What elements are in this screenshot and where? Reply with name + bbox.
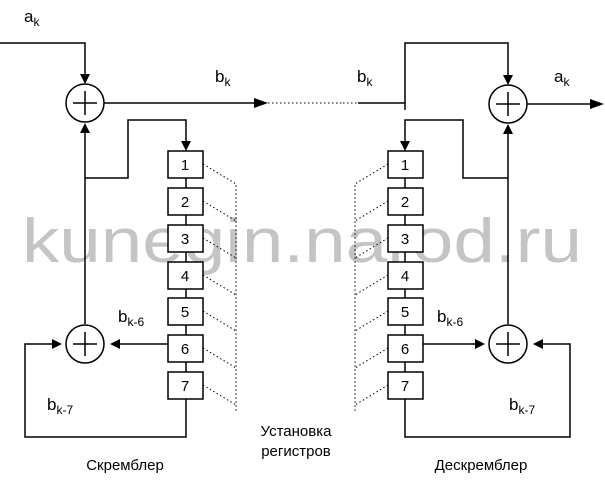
register-left-cell-label: 1 (181, 157, 189, 174)
label-b-rx: bk (357, 67, 373, 89)
label-b7-left: bk-7 (47, 395, 73, 417)
register-right-cell-label: 6 (401, 341, 409, 358)
output-arrow (590, 99, 604, 109)
feedback-to-register-right (404, 119, 508, 179)
register-right-cell-label: 4 (401, 268, 409, 285)
rx-wire (358, 42, 509, 104)
arrow-up-left (80, 123, 90, 133)
watermark-text: kunegin.narod.ru (22, 207, 582, 276)
tap7-wire-right (404, 343, 571, 438)
bottom-adder-left (65, 324, 105, 364)
label-b6-left: bk-6 (118, 307, 144, 329)
caption-register-setup-1: Установка (261, 423, 333, 440)
arrow-into-register-left (181, 141, 191, 151)
tap6-arrow-right (475, 339, 485, 349)
register-left-cell (167, 224, 204, 253)
label-a-in: ak (24, 7, 40, 29)
register-left-cell-label: 4 (181, 268, 189, 285)
arrow-into-register-right (400, 141, 410, 151)
shift-register-right: 1 2 3 4 5 6 7 (387, 150, 424, 400)
arrow-into-top-adder-right (503, 75, 513, 85)
tx-arrow (254, 98, 268, 108)
preset-lines-right (354, 163, 389, 412)
label-b7-right: bk-7 (509, 395, 535, 417)
label-b6-right: bk-6 (437, 307, 463, 329)
register-right-cell-label: 7 (401, 378, 409, 395)
register-left-cell-label: 5 (181, 304, 189, 321)
shift-register-left: 1 2 3 4 5 6 7 (167, 150, 204, 400)
tap7-arrow-right (533, 339, 543, 349)
register-right-cell-label: 2 (401, 194, 409, 211)
arrow-into-top-adder (80, 74, 90, 84)
feedback-to-register-left (85, 119, 187, 179)
register-left-cell (167, 334, 204, 363)
register-right-cell-label: 1 (401, 157, 409, 174)
register-left-cell-label: 7 (181, 378, 189, 395)
caption-register-setup-2: регистров (261, 443, 331, 460)
input-wire (0, 42, 86, 75)
preset-lines-left (202, 163, 237, 412)
register-left-cell (167, 261, 204, 290)
tap7-wire-left (24, 343, 187, 438)
register-left-cell-label: 3 (181, 231, 189, 248)
top-adder-right (488, 84, 528, 124)
label-b-tx: bk (215, 67, 231, 89)
tap6-arrow-left (110, 339, 120, 349)
caption-scrambler: Скремблер (86, 457, 164, 474)
register-right-cell-label: 5 (401, 304, 409, 321)
label-a-out: ak (554, 67, 570, 89)
arrow-up-right (503, 124, 513, 134)
register-left-cell-label: 6 (181, 341, 189, 358)
top-adder-left (65, 83, 105, 123)
register-right-cell (387, 150, 424, 179)
tap7-arrow-left (52, 339, 62, 349)
register-right-cell-label: 3 (401, 231, 409, 248)
bottom-adder-right (488, 324, 528, 364)
register-left-cell-label: 2 (181, 194, 189, 211)
caption-descrambler: Дескремблер (435, 457, 528, 474)
